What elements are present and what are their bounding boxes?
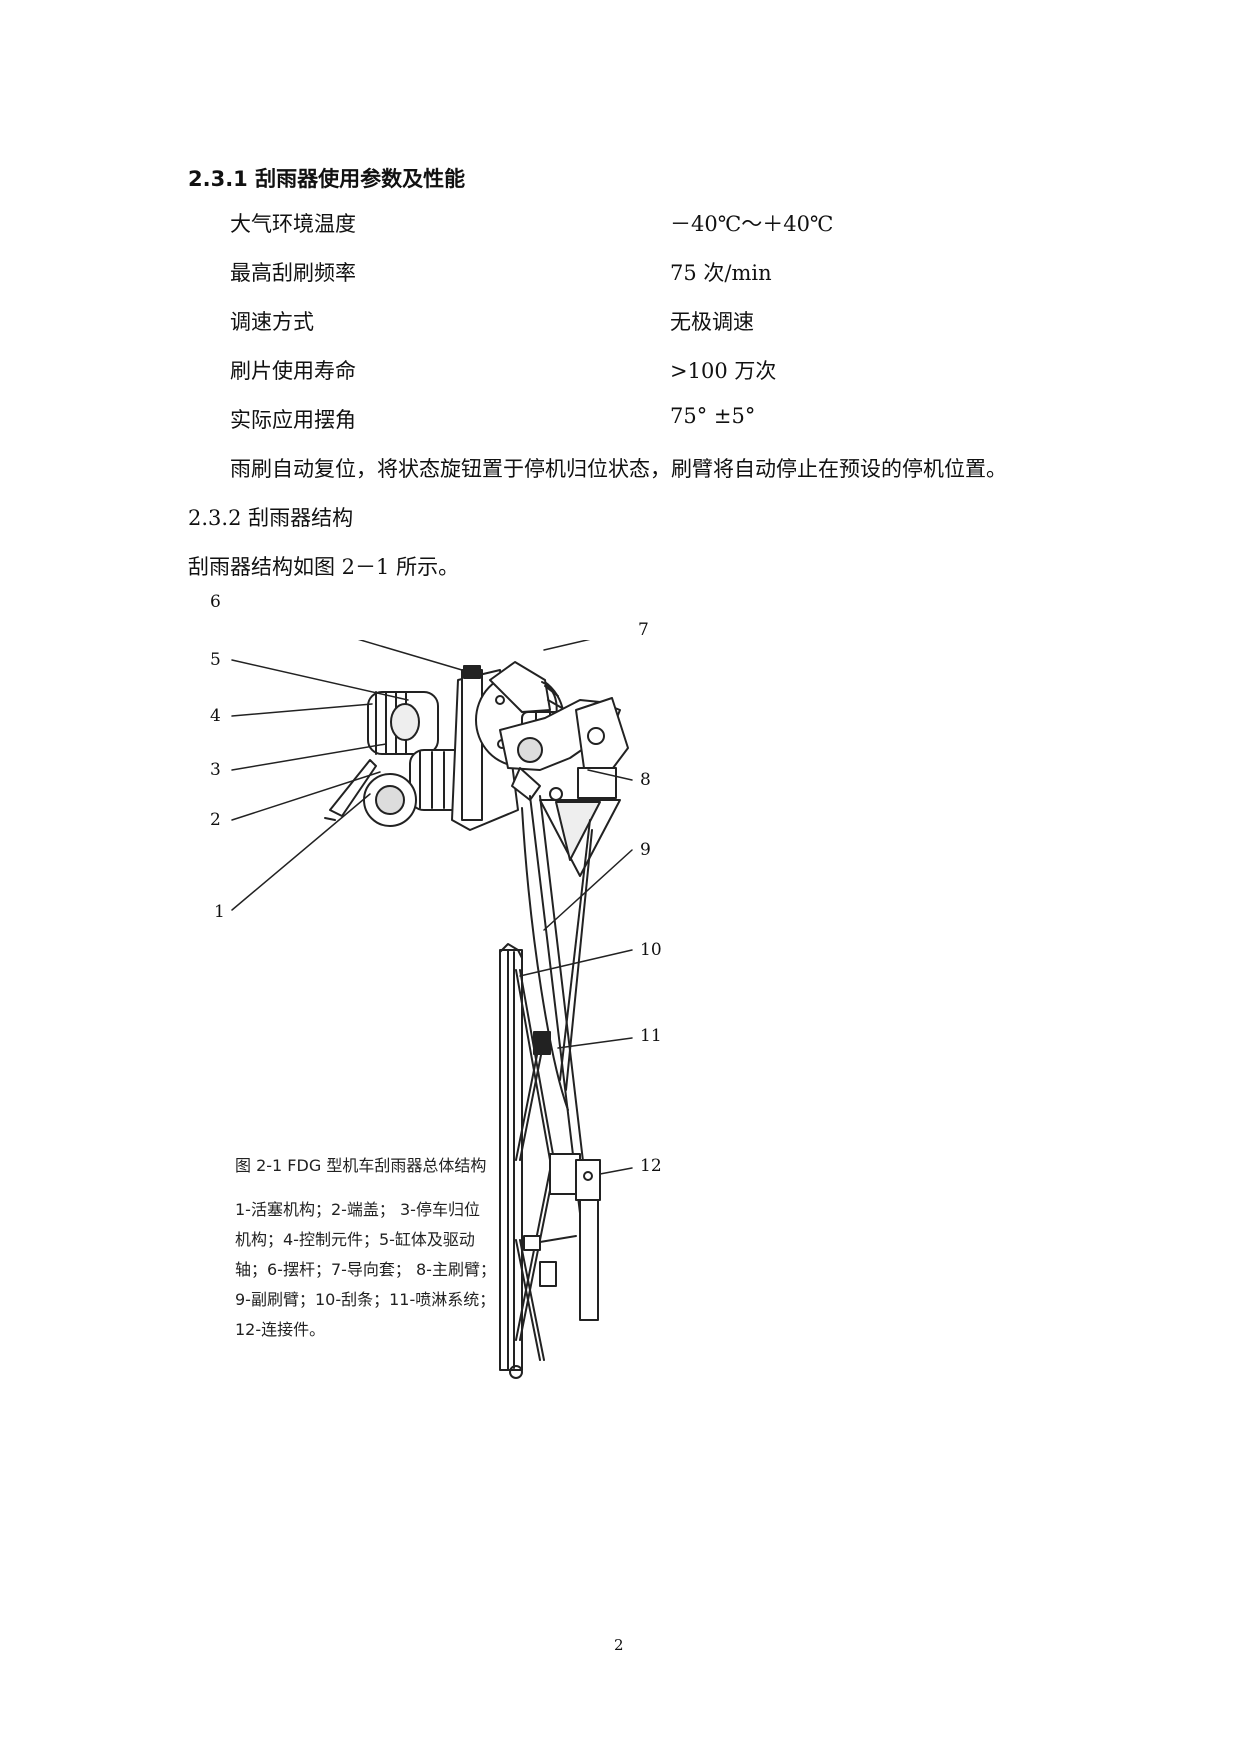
param-row-blade-life: 刷片使用寿命 >100 万次 — [230, 355, 1130, 385]
param-value: 75° ±5° — [670, 404, 756, 428]
param-value: －40℃～＋40℃ — [670, 212, 834, 236]
callout-12: 12 — [640, 1156, 662, 1176]
arm-head-clamp — [499, 697, 629, 801]
page-number: 2 — [614, 1636, 624, 1654]
callout-2: 2 — [210, 810, 221, 830]
param-row-temperature: 大气环境温度 －40℃～＋40℃ — [230, 208, 1130, 238]
param-name: 实际应用摆角 — [230, 408, 356, 432]
figure-legend-line: 轴；6-摆杆；7-导向套； 8-主刷臂； — [235, 1260, 496, 1279]
figure-legend-line: 9-副刷臂；10-刮条；11-喷淋系统； — [235, 1290, 496, 1309]
param-name: 调速方式 — [230, 310, 314, 334]
auto-reset-paragraph: 雨刷自动复位，将状态旋钮置于停机归位状态，刷臂将自动停止在预设的停机位置。 — [230, 457, 1007, 481]
wiper-structure-figure: 6 5 4 3 2 1 7 8 9 10 11 12 图 2-1 FDG 型机车… — [200, 592, 800, 1560]
section-heading-2-3-1: 2.3.1 刮雨器使用参数及性能 — [188, 167, 466, 191]
structure-intro-paragraph: 刮雨器结构如图 2－1 所示。 — [188, 555, 460, 579]
param-name: 最高刮刷频率 — [230, 261, 356, 285]
param-value: 75 次/min — [670, 261, 772, 285]
callout-7: 7 — [638, 620, 649, 640]
callout-8: 8 — [640, 770, 651, 790]
wiper-assembly-drawing — [231, 640, 633, 1379]
callout-leaders — [231, 640, 633, 1175]
wiper-blade — [499, 943, 601, 1379]
callout-6: 6 — [210, 592, 221, 612]
callout-3: 3 — [210, 760, 221, 780]
figure-caption: 图 2-1 FDG 型机车刮雨器总体结构 — [235, 1156, 487, 1175]
figure-legend-line: 1-活塞机构；2-端盖； 3-停车归位 — [235, 1200, 480, 1219]
callout-9: 9 — [640, 840, 651, 860]
param-name: 大气环境温度 — [230, 212, 356, 236]
param-value: 无极调速 — [670, 310, 754, 334]
param-row-wipe-frequency: 最高刮刷频率 75 次/min — [230, 257, 1130, 287]
callout-5: 5 — [210, 650, 221, 670]
callout-4: 4 — [210, 706, 221, 726]
figure-legend-line: 机构；4-控制元件；5-缸体及驱动 — [235, 1230, 475, 1249]
param-value: >100 万次 — [670, 359, 777, 383]
section-heading-2-3-2: 2.3.2 刮雨器结构 — [188, 506, 354, 530]
param-name: 刷片使用寿命 — [230, 359, 356, 383]
figure-legend-line: 12-连接件。 — [235, 1320, 326, 1339]
callout-10: 10 — [640, 940, 662, 960]
callout-1: 1 — [214, 902, 225, 922]
drive-cylinder-assembly — [324, 691, 471, 827]
param-row-speed-control: 调速方式 无极调速 — [230, 306, 1130, 336]
callout-11: 11 — [640, 1026, 662, 1046]
param-row-swing-angle: 实际应用摆角 75° ±5° — [230, 404, 1130, 434]
